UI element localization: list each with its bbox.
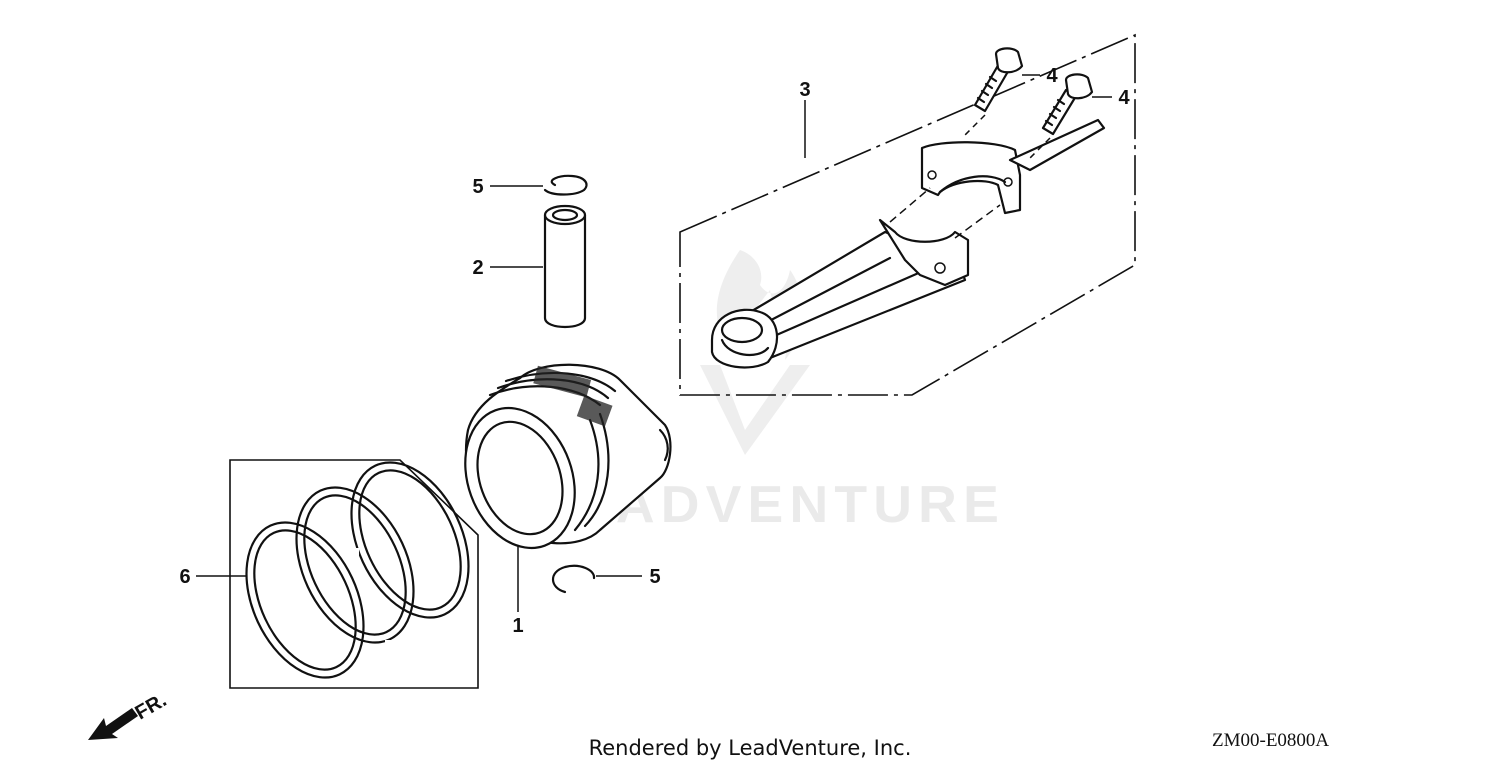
callout-piston: 1 <box>512 615 523 637</box>
front-label: FR. <box>132 689 171 724</box>
callout-rod: 3 <box>799 79 810 101</box>
rod-assembly-frame <box>679 33 1136 396</box>
callout-pin: 2 <box>472 257 483 279</box>
diagram-code: ZM00-E0800A <box>1212 730 1330 751</box>
piston-rings <box>245 461 470 679</box>
callout-rings: 6 <box>179 566 190 588</box>
callout-clip-bottom: 5 <box>649 566 660 588</box>
callout-bolt-b: 4 <box>1118 87 1130 109</box>
callout-bolt-a: 4 <box>1046 65 1058 87</box>
piston-pin <box>543 204 587 329</box>
piston <box>464 363 672 550</box>
rod-bolt-right <box>1027 73 1094 161</box>
connecting-rod <box>710 118 1106 369</box>
footer-credit: Rendered by LeadVenture, Inc. <box>588 736 912 760</box>
circlip-bottom <box>551 564 596 594</box>
callout-clip-top: 5 <box>472 176 483 198</box>
leader-lines <box>196 74 1112 612</box>
rod-bolt-left <box>961 47 1024 139</box>
ring-set-frame <box>229 459 479 689</box>
circlip-top <box>543 174 588 196</box>
front-direction-arrow: FR. <box>88 689 170 740</box>
